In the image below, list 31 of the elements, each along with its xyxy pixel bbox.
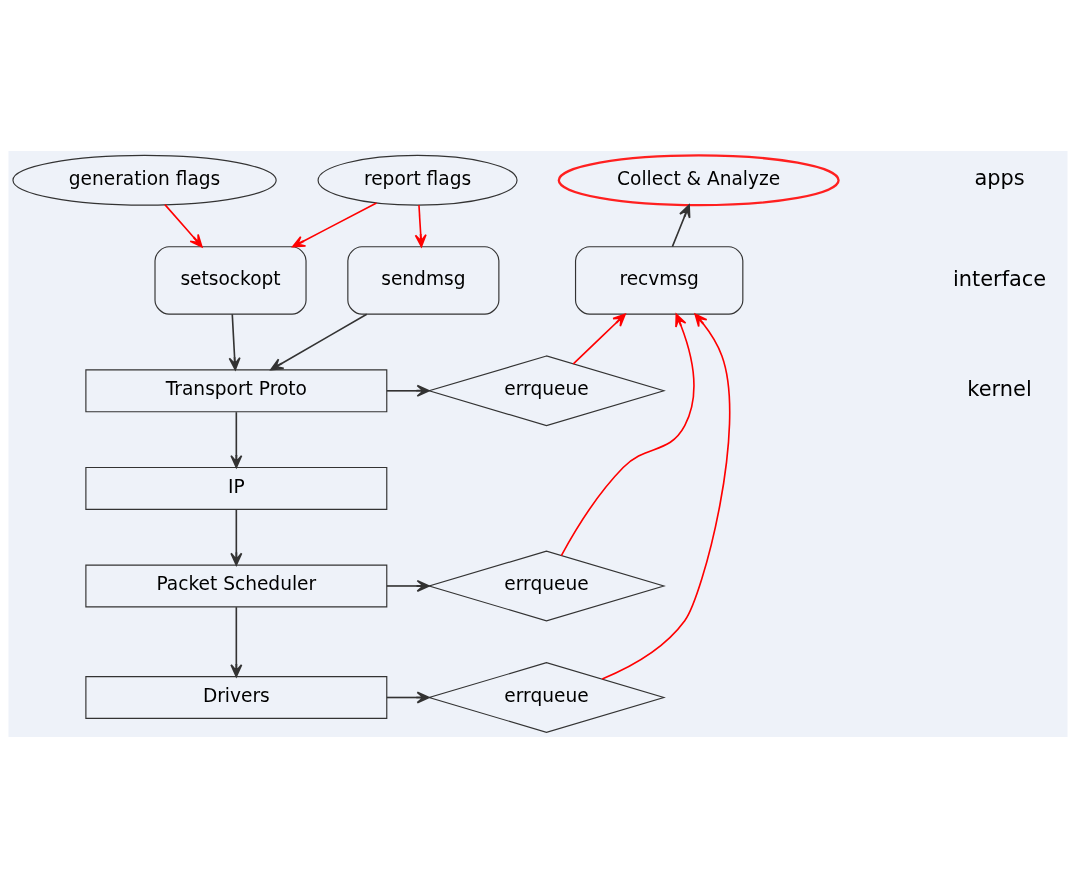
node-box: sendmsg: [347, 246, 500, 315]
node-diamond: errqueue: [427, 355, 666, 427]
arrow: [230, 508, 243, 566]
arrow: [228, 313, 241, 371]
arrow: [601, 313, 731, 680]
node-box: setsockopt: [154, 246, 307, 315]
node-diamond: errqueue: [427, 550, 666, 622]
arrow: [386, 384, 430, 397]
arrow: [386, 691, 430, 704]
node-box: recvmsg: [574, 246, 744, 315]
node-box: Transport Proto: [85, 369, 388, 413]
arrow: [671, 204, 691, 248]
node-ellipse: generation flags: [12, 154, 277, 206]
label: kernel: [967, 376, 1032, 401]
arrow: [230, 606, 243, 678]
arrow: [270, 313, 368, 371]
node-box: Drivers: [85, 676, 388, 719]
arrow: [164, 203, 203, 248]
node-box: IP: [85, 466, 388, 510]
node-diamond: errqueue: [427, 662, 666, 733]
node-ellipse: report flags: [317, 154, 518, 206]
arrow: [386, 579, 430, 593]
arrow: [230, 411, 243, 469]
arrow: [572, 313, 626, 365]
arrow: [292, 202, 378, 248]
arrow: [414, 204, 427, 248]
label: interface: [952, 266, 1047, 291]
arrow: [560, 313, 695, 557]
node-ellipse: Collect & Analyze: [557, 154, 840, 207]
label: apps: [974, 166, 1025, 191]
node-box: Packet Scheduler: [85, 564, 388, 608]
